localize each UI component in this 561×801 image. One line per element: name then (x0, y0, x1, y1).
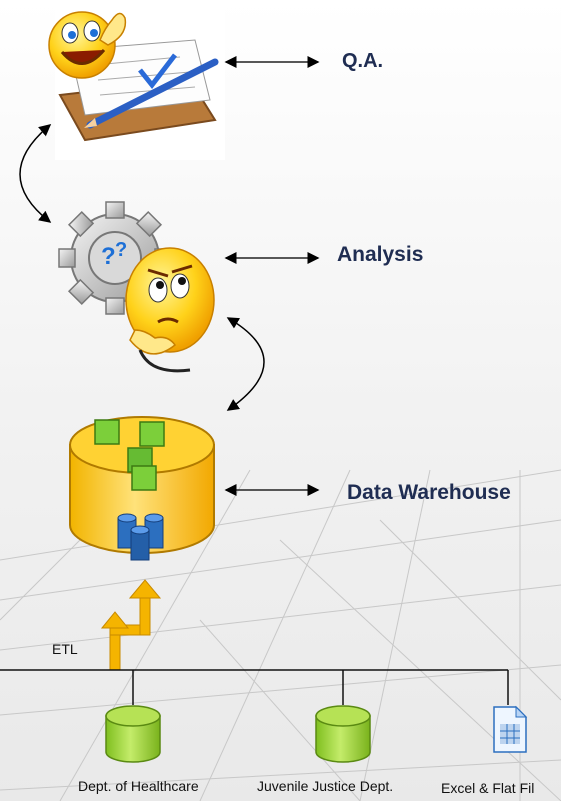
qa-icon (48, 0, 225, 160)
source-file-icon (493, 705, 528, 753)
qa-analysis-connector (19, 124, 52, 223)
source-db-juvenile-justice (315, 705, 371, 763)
etl-label: ETL (52, 641, 78, 657)
data-warehouse-label: Data Warehouse (347, 481, 511, 504)
analysis-icon: ? ? (58, 201, 215, 373)
source-connectors (0, 669, 509, 705)
svg-text:?: ? (101, 243, 116, 270)
qa-label: Q.A. (342, 50, 384, 72)
source-label-healthcare: Dept. of Healthcare (78, 778, 199, 794)
warehouse-cubes (94, 419, 165, 491)
warehouse-cylinders (117, 513, 164, 561)
etl-arrow (100, 579, 162, 671)
source-db-healthcare (105, 705, 161, 763)
data-warehouse-icon (69, 416, 215, 561)
analysis-warehouse-connector (226, 317, 265, 411)
source-label-juvenile-justice: Juvenile Justice Dept. (257, 778, 394, 794)
svg-text:?: ? (115, 239, 127, 261)
analysis-label: Analysis (337, 243, 424, 266)
source-label-excel-flat-file: Excel & Flat Fil (441, 780, 535, 796)
